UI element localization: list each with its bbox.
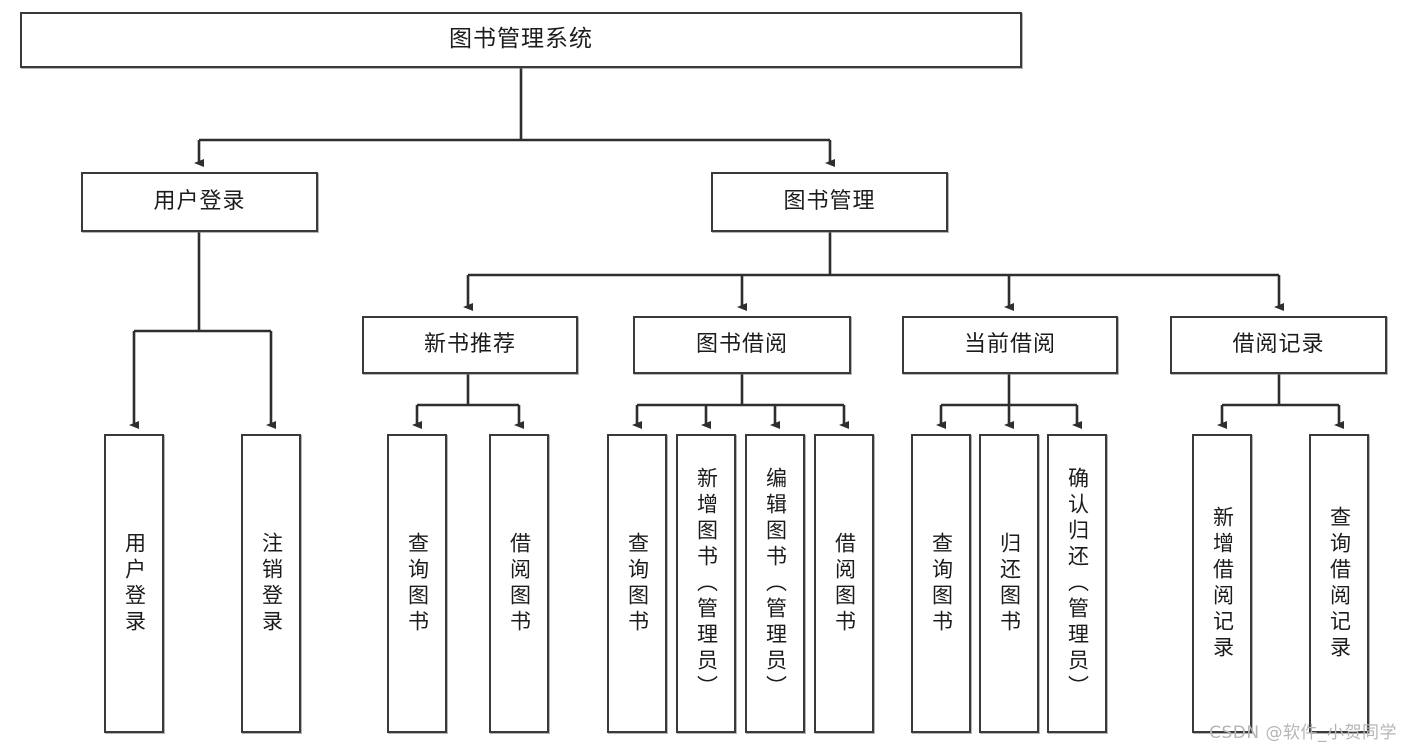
node-current-borrow-label: 当前借阅 [963,332,1056,358]
node-book-borrow[interactable]: 图书借阅 [633,316,851,374]
node-book-management-label: 图书管理 [783,189,876,215]
leaf-new-book-borrow-label: 借阅图书 [507,531,532,636]
leaf-current-borrow-query-label: 查询图书 [929,531,954,636]
leaf-user-login-login-label: 用户登录 [122,531,147,636]
leaf-borrow-record-query-label: 查询借阅记录 [1327,505,1352,662]
leaf-book-borrow-borrow[interactable]: 借阅图书 [814,434,874,733]
node-user-login[interactable]: 用户登录 [81,172,318,232]
leaf-current-borrow-confirm-label: 确认归还（管理员） [1065,466,1090,701]
leaf-book-borrow-borrow-label: 借阅图书 [832,531,857,636]
node-root-system[interactable]: 图书管理系统 [20,12,1022,68]
node-book-management[interactable]: 图书管理 [711,172,948,232]
leaf-book-borrow-add[interactable]: 新增图书（管理员） [676,434,736,733]
leaf-current-borrow-query[interactable]: 查询图书 [911,434,971,733]
node-root-system-label: 图书管理系统 [449,26,593,53]
leaf-book-borrow-query[interactable]: 查询图书 [607,434,667,733]
leaf-borrow-record-add[interactable]: 新增借阅记录 [1192,434,1252,733]
node-book-borrow-label: 图书借阅 [695,332,788,358]
leaf-user-login-logout[interactable]: 注销登录 [241,434,301,733]
leaf-borrow-record-query[interactable]: 查询借阅记录 [1309,434,1369,733]
leaf-borrow-record-add-label: 新增借阅记录 [1210,505,1235,662]
leaf-book-borrow-edit[interactable]: 编辑图书（管理员） [745,434,805,733]
node-borrow-record[interactable]: 借阅记录 [1170,316,1387,374]
leaf-current-borrow-confirm[interactable]: 确认归还（管理员） [1047,434,1107,733]
leaf-current-borrow-return-label: 归还图书 [997,531,1022,636]
leaf-book-borrow-edit-label: 编辑图书（管理员） [763,466,788,701]
node-new-book-recommend[interactable]: 新书推荐 [362,316,578,374]
node-user-login-label: 用户登录 [153,189,246,215]
leaf-book-borrow-query-label: 查询图书 [625,531,650,636]
node-new-book-recommend-label: 新书推荐 [423,332,516,358]
node-current-borrow[interactable]: 当前借阅 [902,316,1118,374]
node-borrow-record-label: 借阅记录 [1232,332,1325,358]
leaf-book-borrow-add-label: 新增图书（管理员） [694,466,719,701]
leaf-new-book-query[interactable]: 查询图书 [387,434,447,733]
leaf-user-login-logout-label: 注销登录 [259,531,284,636]
leaf-new-book-borrow[interactable]: 借阅图书 [489,434,549,733]
leaf-user-login-login[interactable]: 用户登录 [104,434,164,733]
leaf-current-borrow-return[interactable]: 归还图书 [979,434,1039,733]
leaf-new-book-query-label: 查询图书 [405,531,430,636]
